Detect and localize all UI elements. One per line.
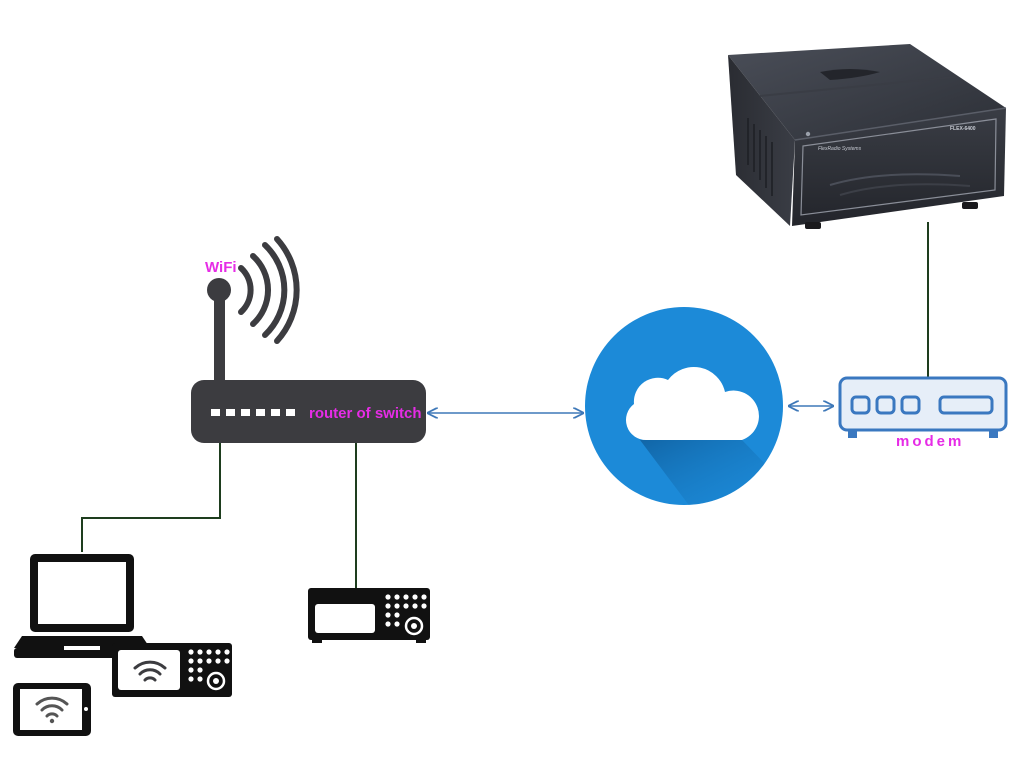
modem-icon [838,376,1008,438]
tablet-wifi-symbol-icon [35,696,69,718]
cloud-icon [585,307,783,505]
link-router-laptop [81,443,221,552]
radio-control-panel-icon [308,588,430,643]
bidirectional-links [428,406,833,413]
radio-brand-label: FlexRadio Systems [818,146,862,152]
router-icon [191,236,426,443]
wifi-radio-panel-icon [112,643,232,697]
wifi-tablet-icon [13,683,91,736]
wifi-symbol-icon [133,660,167,682]
wired-links [81,222,929,590]
radio-model-label: FLEX-6400 [950,126,976,132]
wifi-waves-icon [238,236,300,344]
flex-radio-icon: FlexRadio Systems FLEX-6400 [728,44,1007,229]
router-label: router of switch [309,405,422,422]
wifi-label: WiFi [205,259,237,276]
modem-label: modem [896,433,964,450]
laptop-icon [14,554,150,658]
